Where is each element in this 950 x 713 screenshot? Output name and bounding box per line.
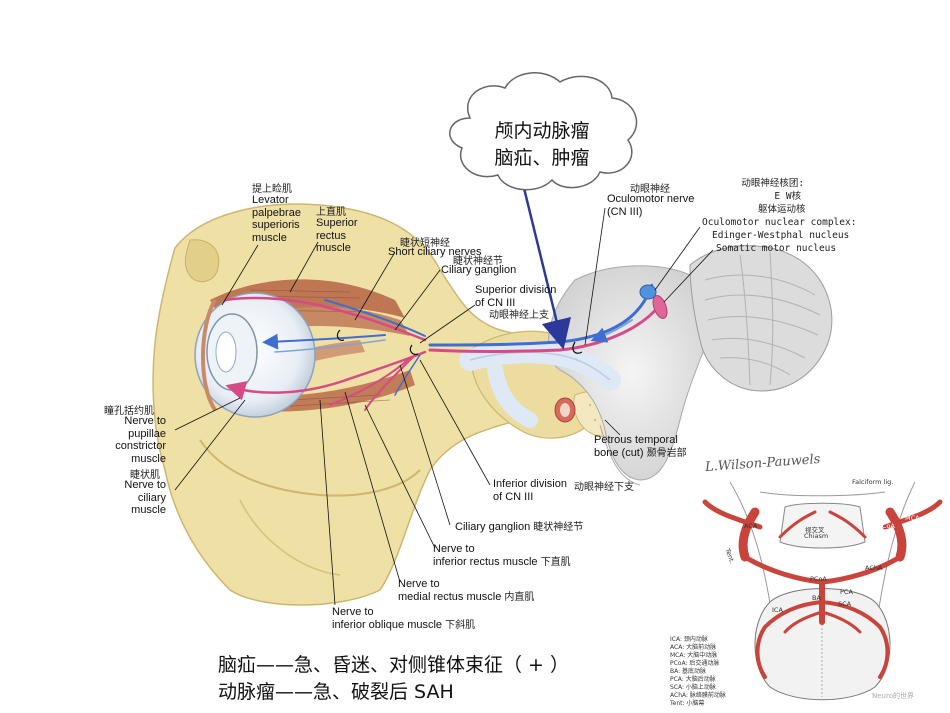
inset-sca: SCA	[838, 600, 851, 608]
inset-watermark: Neuro的世界	[872, 691, 914, 701]
cloud-label: 颅内动脉瘤 脑疝、肿瘤	[467, 118, 617, 172]
label-superior-division-cn: 动眼神经上支	[489, 306, 549, 321]
inset-pca: PCA	[840, 588, 853, 596]
inset-falciform: Falciform lig.	[852, 478, 893, 486]
label-ciliary-ganglion-en: Ciliary ganglion	[441, 264, 516, 277]
inset-ica: ICA	[772, 606, 783, 614]
inset-aca: ACA	[744, 522, 757, 530]
label-inferior-rectus: Nerve to inferior rectus muscle 下直肌	[433, 543, 571, 569]
label-levator-cn: 提上睑肌	[252, 180, 292, 195]
inset-willis-panel: 视交叉 Chiasm Falciform lig. Tent. ACA PCoA…	[700, 472, 945, 707]
inset-acha: AChA	[865, 564, 882, 572]
inset-willis-illustration	[700, 472, 945, 707]
inset-mca: MCA	[905, 514, 920, 522]
caption-line-1: 脑疝——急、昏迷、对侧锥体束征（ + ）	[218, 650, 569, 677]
inset-pcoa-center: PCoA	[810, 575, 827, 583]
label-ciliary-ganglion2: Ciliary ganglion 睫状神经节	[455, 521, 583, 535]
cloud-line-2: 脑疝、肿瘤	[467, 145, 617, 172]
inset-chiasm-en: Chiasm	[804, 532, 828, 540]
label-medial-rectus: Nerve to medial rectus muscle 内直肌	[398, 578, 534, 604]
label-oculomotor-en: Oculomotor nerve(CN III)	[607, 193, 694, 218]
label-nucleus-en: Oculomotor nuclear complex: Edinger-West…	[702, 216, 856, 255]
eyeball	[195, 293, 315, 417]
cloud-line-1: 颅内动脉瘤	[467, 118, 617, 145]
inset-pcoa-top: PCoA	[878, 522, 895, 530]
label-nucleus-cn: 动眼神经核团: E W核 躯体运动核	[740, 177, 806, 216]
label-petrous-en: Petrous temporal bone (cut) 颞骨岩部	[594, 434, 687, 460]
label-superior-rectus-cn: 上直肌	[316, 203, 346, 218]
label-inferior-oblique: Nerve to inferior oblique muscle 下斜肌	[332, 606, 475, 632]
inset-ba: BA	[812, 594, 821, 602]
caption-line-2: 动脉瘤——急、破裂后 SAH	[218, 677, 454, 704]
label-inferior-division-cn: 动眼神经下支	[574, 478, 634, 493]
